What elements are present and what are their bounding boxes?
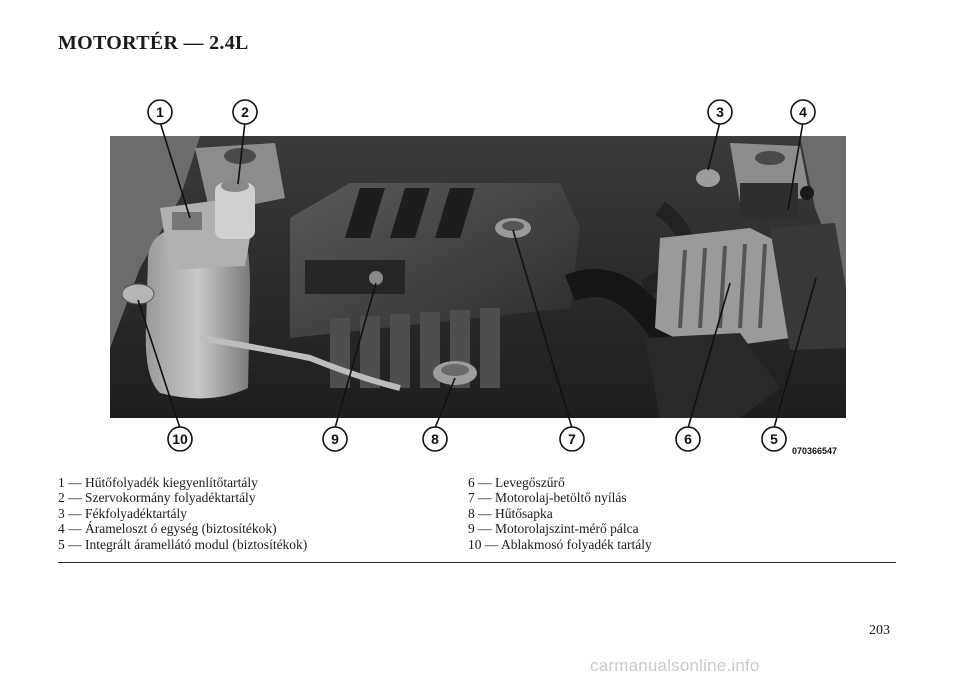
legend-left-column: 1 — Hűtőfolyadék kiegyenlítőtartály 2 — … — [58, 475, 307, 552]
svg-text:8: 8 — [431, 431, 439, 447]
legend-item: 5 — Integrált áramellátó modul (biztosít… — [58, 536, 308, 552]
callout-1: 1 — [147, 99, 173, 125]
page-title: MOTORTÉR — 2.4L — [58, 32, 249, 54]
svg-text:7: 7 — [568, 431, 576, 447]
brake-fluid-reservoir — [696, 169, 720, 187]
legend-item: 1 — Hűtőfolyadék kiegyenlítőtartály — [58, 475, 258, 490]
legend-item: 3 — Fékfolyadéktartály — [58, 505, 187, 521]
svg-text:1: 1 — [156, 104, 164, 120]
oil-dipstick-handle — [369, 271, 383, 285]
callout-9: 9 — [322, 426, 348, 452]
legend-item: 7 — Motorolaj-betöltő nyílás — [468, 490, 627, 506]
callout-10: 10 — [167, 426, 193, 452]
svg-text:9: 9 — [331, 431, 339, 447]
power-steering-reservoir — [215, 183, 255, 239]
page-number: 203 — [869, 623, 890, 638]
legend-item: 4 — Árameloszt ó egység (biztosítékok) — [58, 521, 277, 537]
callout-leader-lines — [137, 121, 817, 429]
engine-cover-panel — [305, 260, 405, 294]
callout-8: 8 — [422, 426, 448, 452]
legend-right-column: 6 — Levegőszűrő 7 — Motorolaj-betöltő ny… — [468, 475, 652, 552]
wire-harness — [199, 335, 401, 391]
callout-3: 3 — [707, 99, 733, 125]
engine-illustration: 1 2 3 4 5 6 7 8 — [110, 99, 846, 456]
legend-item: 2 — Szervokormány folyadéktartály — [58, 490, 256, 506]
svg-text:3: 3 — [716, 104, 724, 120]
svg-text:6: 6 — [684, 431, 692, 447]
engine-cover-ribs — [345, 188, 475, 238]
air-filter-ribs — [678, 243, 767, 329]
integrated-power-module — [770, 223, 846, 350]
callout-6: 6 — [675, 426, 701, 452]
watermark: carmanualsonline.info — [590, 656, 760, 675]
image-code: 070366547 — [792, 446, 837, 456]
svg-text:2: 2 — [241, 104, 249, 120]
callout-5: 5 — [761, 426, 787, 452]
svg-text:4: 4 — [799, 104, 807, 120]
legend-item: 10 — Ablakmosó folyadék tartály — [468, 536, 652, 552]
legend-item: 6 — Levegőszűrő — [468, 475, 565, 490]
power-distribution-center — [740, 183, 798, 219]
svg-text:10: 10 — [172, 431, 188, 447]
legend-item: 9 — Motorolajszint-mérő pálca — [468, 521, 639, 537]
legend-divider — [58, 562, 896, 563]
callout-2: 2 — [232, 99, 258, 125]
callout-7: 7 — [559, 426, 585, 452]
engine-compartment-figure: 1 2 3 4 5 6 7 8 — [100, 88, 860, 460]
left-fender — [110, 136, 200, 348]
svg-text:5: 5 — [770, 431, 778, 447]
callout-4: 4 — [790, 99, 816, 125]
legend-item: 8 — Hűtősapka — [468, 505, 553, 521]
